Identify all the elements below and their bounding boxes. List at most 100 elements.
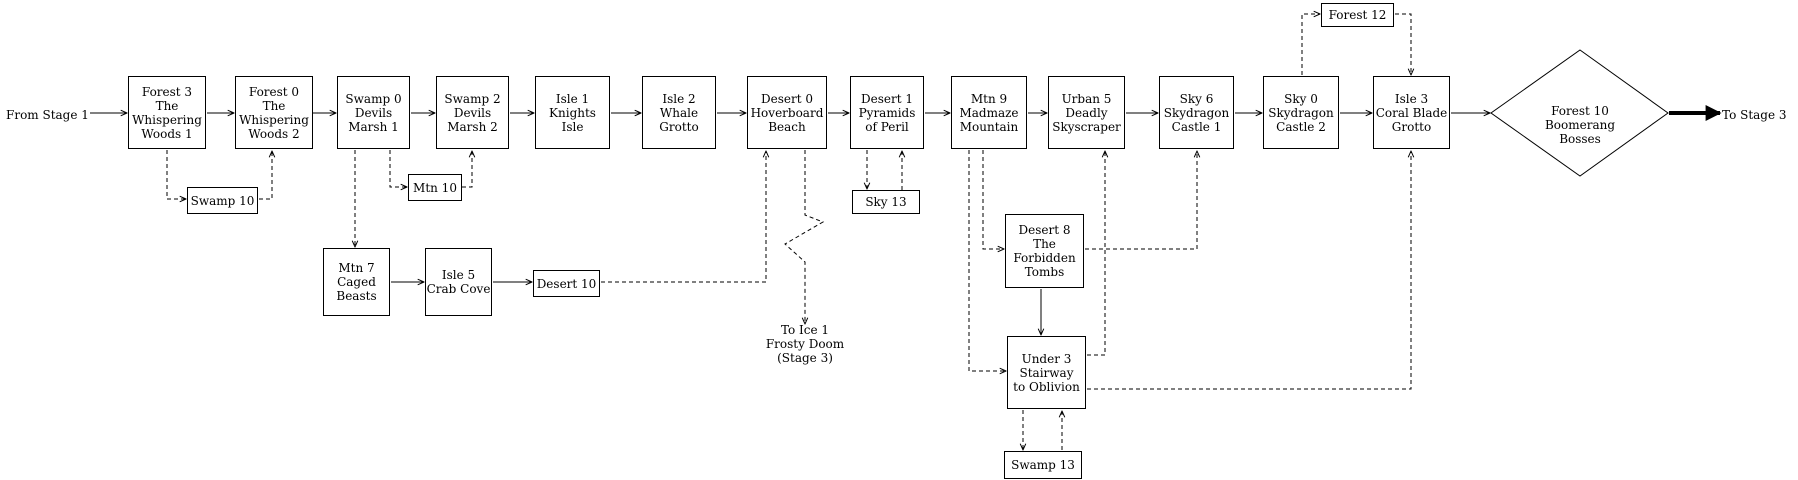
node-label-line: Tombs: [1024, 265, 1065, 279]
node-label-line: Desert 8: [1018, 223, 1071, 237]
edge-arrow: [1301, 14, 1320, 75]
node-label-line: Isle: [561, 119, 584, 134]
node-label-line: Stairway: [1019, 365, 1074, 380]
node-label-line: The: [262, 98, 286, 113]
node-label-line: Sky 13: [865, 195, 907, 209]
forest-10-diamond: [1490, 49, 1669, 177]
node-label-line: Whale: [659, 105, 699, 120]
node-label-line: The: [1033, 237, 1056, 251]
edge-arrow: [1085, 151, 1197, 250]
node-label-line: to Oblivion: [1013, 379, 1080, 394]
node-label-line: Desert 1: [861, 91, 913, 106]
node-label-line: Mountain: [959, 119, 1019, 134]
node-sky-13: Sky 13: [852, 190, 920, 214]
node-label-line: Marsh 2: [447, 119, 498, 134]
node-label-line: Urban 5: [1061, 91, 1112, 106]
node-label-line: of Peril: [865, 119, 909, 134]
node-label-line: Forest 10: [1551, 104, 1609, 118]
node-label-line: Skyscraper: [1052, 119, 1121, 134]
node-label-line: Forest 12: [1328, 8, 1387, 22]
node-label-line: Boomerang: [1544, 118, 1616, 132]
node-label-line: Coral Blade: [1375, 105, 1448, 120]
node-label-line: Beach: [768, 119, 806, 134]
node-label-line: Isle 5: [441, 268, 476, 282]
node-label-line: Devils: [354, 105, 393, 120]
node-label-line: To Ice 1: [780, 323, 830, 337]
node-swamp-13: Swamp 13: [1004, 451, 1082, 479]
edge-arrow: [982, 150, 1004, 249]
node-label-line: Marsh 1: [348, 119, 399, 134]
node-label-line: Isle 1: [555, 91, 590, 106]
node-label-line: Madmaze: [959, 105, 1019, 120]
edge-arrow: [389, 150, 407, 187]
node-label-line: Deadly: [1065, 105, 1108, 120]
node-label-line: Castle 1: [1171, 119, 1222, 134]
node-mtn-10: Mtn 10: [408, 174, 462, 201]
edge-arrow: [166, 150, 186, 199]
node-forest-12: Forest 12: [1321, 3, 1394, 27]
to-stage-label: To Stage 3: [1722, 108, 1787, 122]
node-label-line: Hoverboard: [750, 105, 824, 120]
edge-arrow: [259, 151, 272, 200]
edge-arrow: [784, 150, 825, 324]
node-label-line: Mtn 7: [338, 261, 375, 275]
node-label-line: Woods 2: [248, 126, 300, 141]
node-label-line: Desert 0: [761, 91, 813, 106]
node-label-line: Mtn 9: [970, 91, 1008, 106]
node-label-line: The: [155, 98, 179, 113]
node-label-line: Grotto: [1391, 119, 1432, 134]
edge-arrow: [1395, 13, 1411, 75]
node-label-line: Mtn 10: [413, 180, 457, 195]
from-stage-label: From Stage 1: [6, 108, 89, 122]
node-label-line: Skydragon: [1163, 105, 1230, 120]
node-label-line: Bosses: [1559, 132, 1601, 146]
node-label-line: Swamp 2: [444, 91, 501, 106]
node-label-line: Isle 2: [662, 91, 696, 106]
node-label-line: Woods 1: [141, 126, 193, 141]
edge-arrow: [1087, 151, 1105, 356]
node-desert-10: Desert 10: [533, 270, 600, 297]
node-label-line: Sky 0: [1284, 91, 1318, 106]
node-label-line: Pyramids: [858, 105, 916, 120]
edge-arrow: [1087, 151, 1411, 390]
node-label-line: Skydragon: [1268, 105, 1334, 120]
node-label-line: Swamp 0: [345, 91, 402, 106]
node-label-line: Under 3: [1021, 351, 1072, 366]
node-label-line: Crab Cove: [426, 282, 491, 296]
node-label-line: Forbidden: [1013, 251, 1076, 265]
node-label-line: Swamp 13: [1011, 458, 1075, 472]
node-label-line: Devils: [453, 105, 492, 120]
node-swamp-10: Swamp 10: [187, 187, 258, 214]
node-label-line: Desert 10: [536, 276, 597, 291]
node-label-line: Knights: [549, 105, 596, 120]
node-label-line: (Stage 3): [777, 351, 833, 365]
node-label-line: Forest 0: [248, 84, 300, 99]
edge-arrow: [462, 151, 472, 188]
node-label-line: Whispering: [239, 112, 309, 127]
node-label-line: Whispering: [132, 112, 202, 127]
node-label-line: Frosty Doom: [765, 337, 845, 351]
node-label-line: Caged: [337, 275, 376, 289]
node-label-line: Sky 6: [1179, 91, 1214, 106]
node-label-line: Isle 3: [1394, 91, 1429, 106]
node-label-line: Beasts: [336, 289, 377, 303]
node-label-line: Forest 3: [141, 84, 193, 99]
